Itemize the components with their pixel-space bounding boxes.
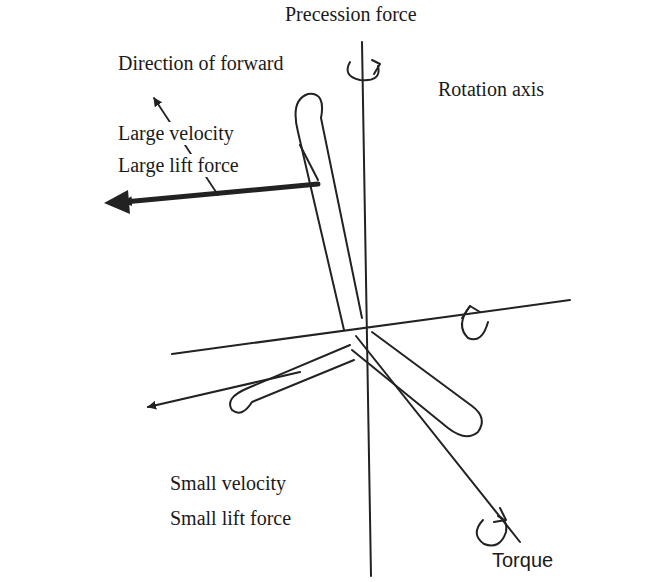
rotation-arrowhead [462, 306, 480, 318]
direction-arrow [154, 98, 218, 195]
rotation-axis [172, 300, 570, 354]
diagram-label: Large velocity [116, 122, 236, 145]
diagram-label: Rotation axis [436, 78, 546, 101]
rotation-arrow [462, 306, 488, 339]
large-arrowhead [104, 190, 130, 214]
rotor-blade [230, 345, 354, 413]
rotor-blade [352, 332, 482, 436]
diagram-label: Precession force [283, 3, 419, 26]
blade-edge [300, 145, 318, 180]
diagram-label: Direction of forward [116, 52, 286, 75]
rotor-blade [296, 94, 362, 330]
rotation-arrowhead [494, 508, 506, 522]
precession-axis [362, 42, 371, 576]
large-velocity-arrow [124, 184, 318, 202]
torque-axis [356, 336, 520, 542]
diagram-label: Small velocity [168, 472, 288, 495]
rotation-arrowhead [372, 60, 380, 74]
diagram-label: Torque [490, 549, 555, 572]
rotation-arrow [348, 62, 379, 80]
diagram-label: Small lift force [168, 507, 293, 530]
small-velocity-arrow [148, 372, 300, 407]
diagram-label: Large lift force [116, 154, 241, 177]
